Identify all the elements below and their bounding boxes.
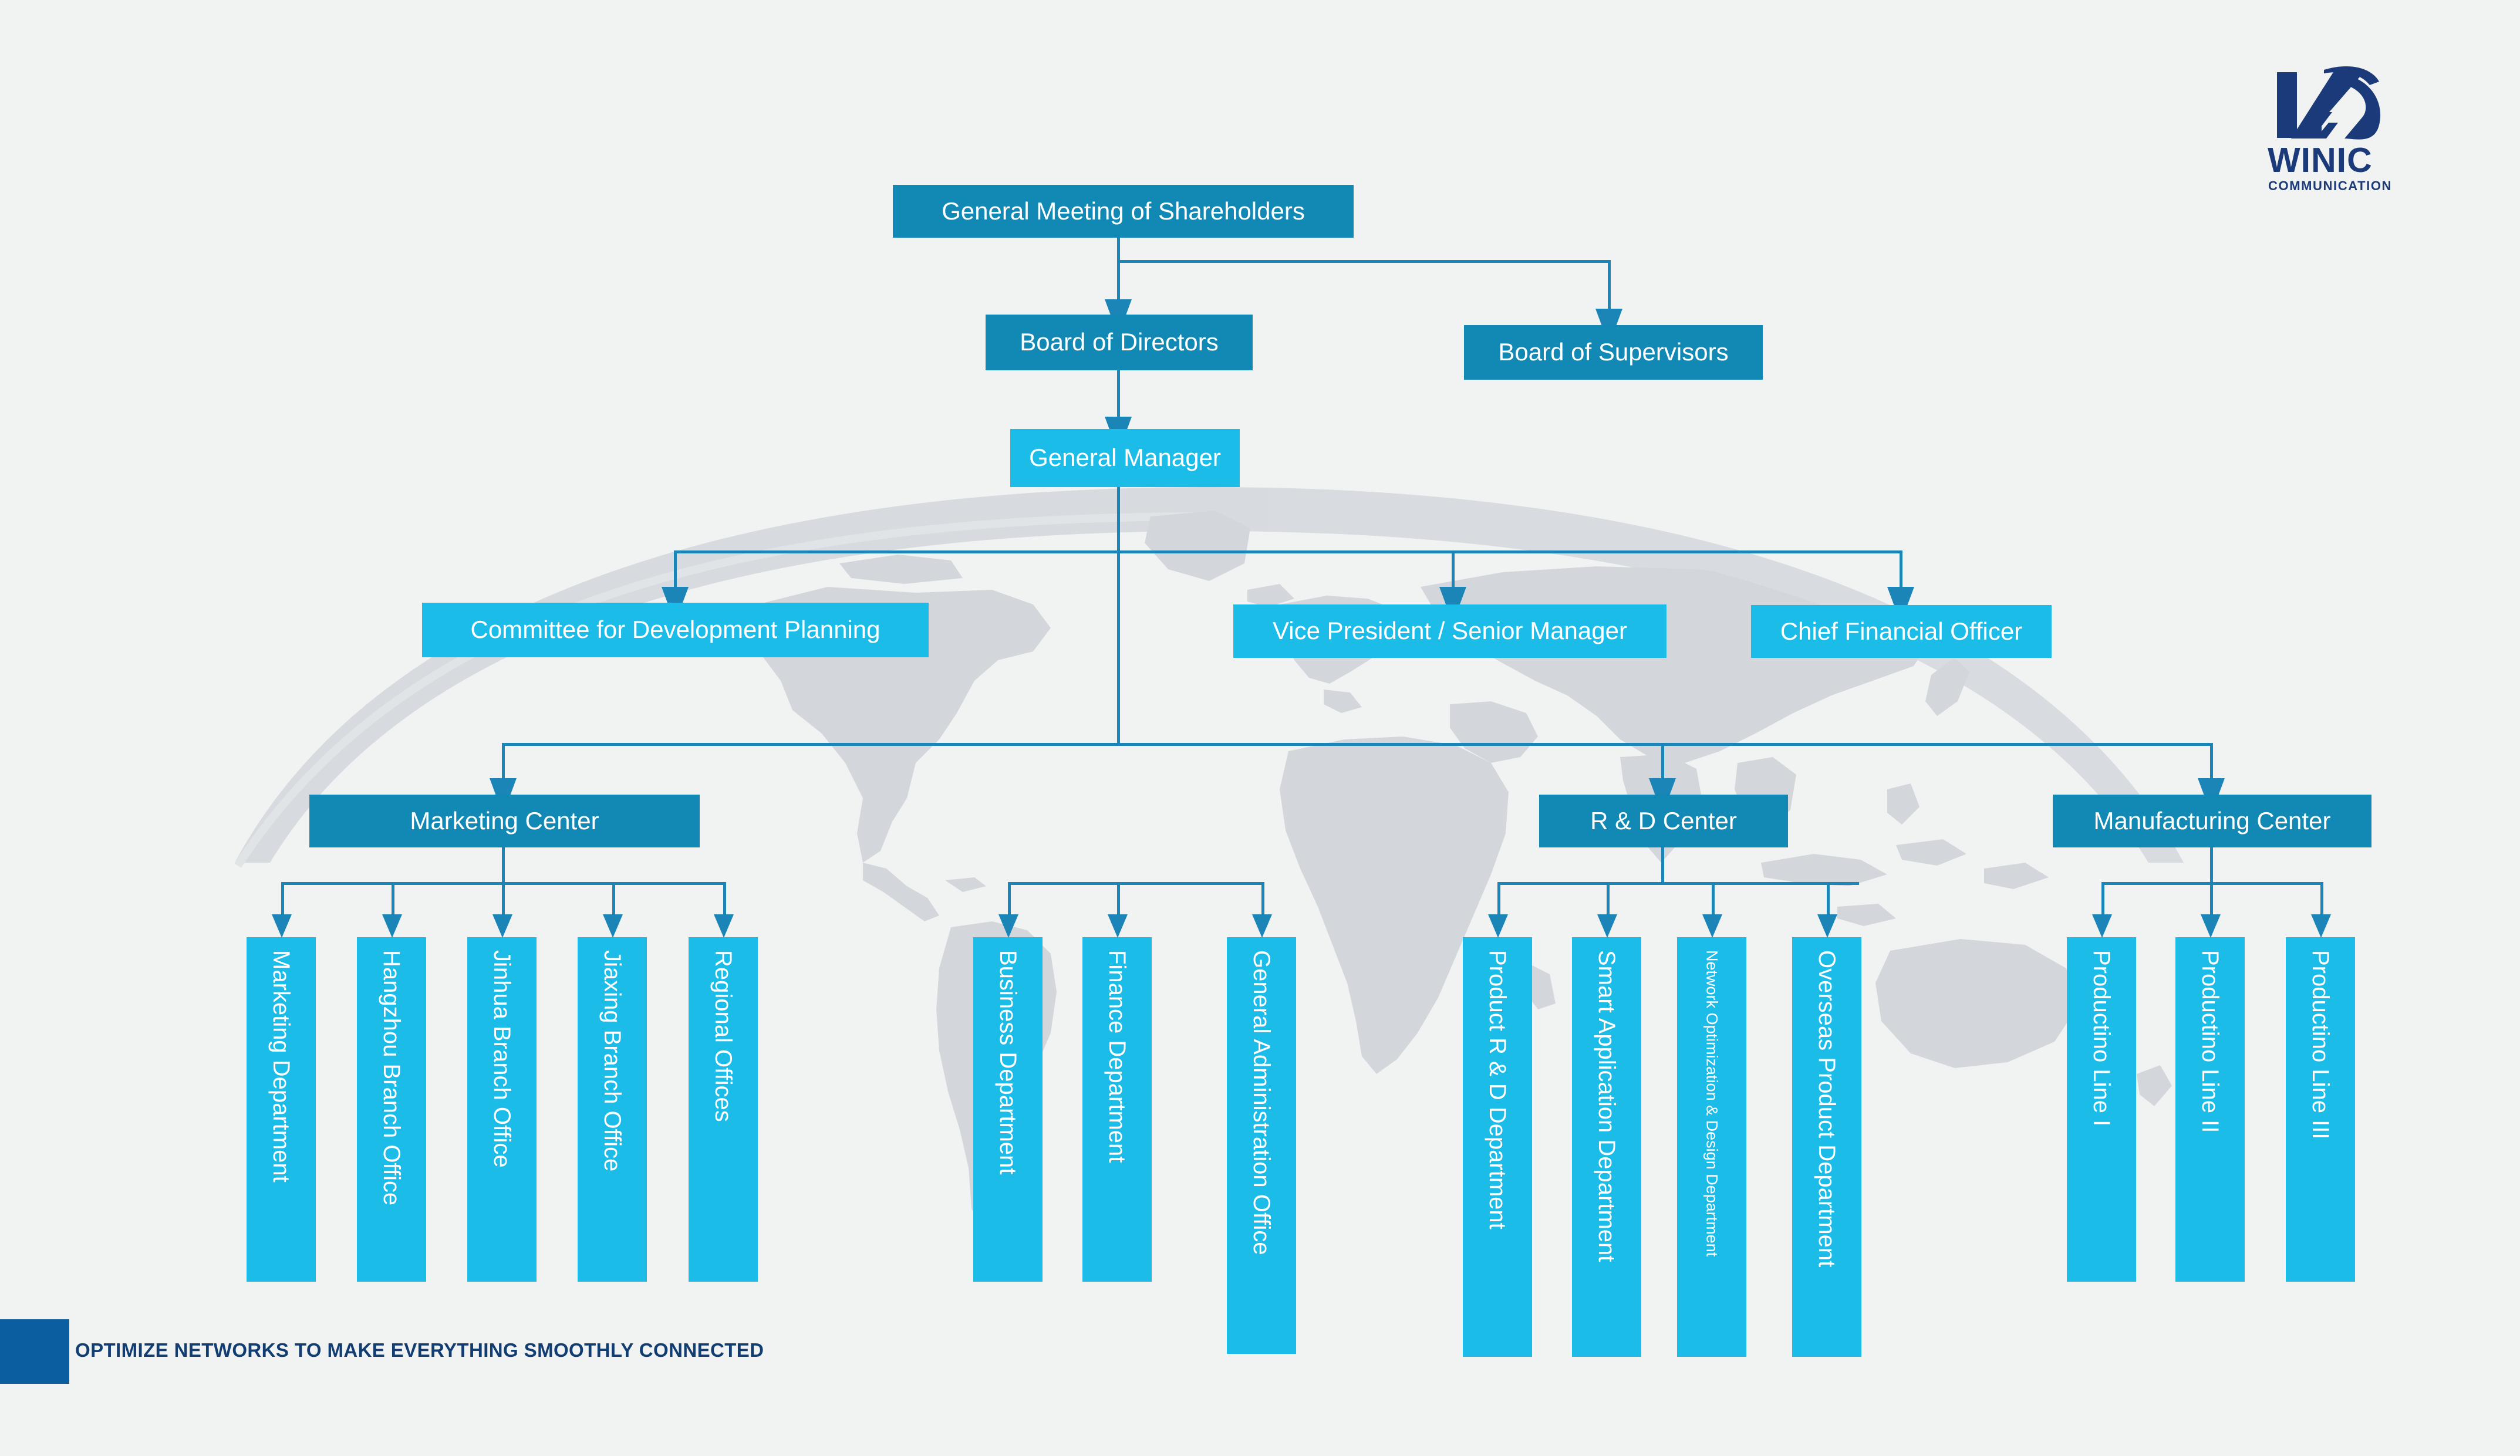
connector-marketing-leaf-4 — [723, 882, 726, 917]
leaf-production-line-3[interactable]: Productino Line III — [2286, 937, 2355, 1282]
node-general-manager[interactable]: General Manager — [1010, 429, 1240, 487]
connector-mfg-stem — [2210, 845, 2213, 884]
arrow-marketing-department — [272, 914, 292, 938]
connector-marketing-leaf-2 — [502, 882, 505, 917]
connector-board-supervisors-drop — [1608, 260, 1611, 320]
connector-rd-stem — [1661, 845, 1664, 884]
connector-cfo-drop — [1900, 550, 1902, 603]
arrow-regional-offices — [714, 914, 734, 938]
arrow-production-line-3 — [2311, 914, 2331, 938]
connector-marketing-leaf-3 — [612, 882, 615, 917]
arrow-production-line-2 — [2201, 914, 2221, 938]
svg-text:WINIC: WINIC — [2268, 141, 2373, 180]
node-board-of-supervisors[interactable]: Board of Supervisors — [1464, 325, 1763, 380]
node-marketing-center[interactable]: Marketing Center — [309, 795, 700, 847]
node-committee-for-development-planning[interactable]: Committee for Development Planning — [422, 603, 929, 657]
leaf-overseas-product-department[interactable]: Overseas Product Department — [1792, 937, 1861, 1357]
connector-rd-leaf-bus — [1497, 882, 1859, 885]
arrow-finance-department — [1108, 914, 1128, 938]
arrow-general-administration-office — [1252, 914, 1272, 938]
leaf-production-line-2[interactable]: Productino Line II — [2175, 937, 2245, 1282]
arrow-network-optimization-department — [1702, 914, 1722, 938]
connector-directors-to-gm — [1117, 370, 1120, 420]
arrow-production-line-1 — [2092, 914, 2112, 938]
node-vice-president-senior-manager[interactable]: Vice President / Senior Manager — [1233, 604, 1666, 658]
connector-marketing-leaf-1 — [392, 882, 394, 917]
connector-shareholders-stem — [1117, 237, 1120, 262]
node-board-of-directors[interactable]: Board of Directors — [986, 315, 1253, 370]
connector-gm-leaf-1 — [1117, 882, 1120, 917]
connector-committee-drop — [674, 550, 677, 603]
leaf-product-rd-department[interactable]: Product R & D Department — [1463, 937, 1532, 1357]
arrow-product-rd-department — [1488, 914, 1508, 938]
footer-accent-block — [0, 1319, 69, 1384]
arrow-smart-application-department — [1597, 914, 1617, 938]
connector-level3-bus — [674, 550, 1902, 553]
leaf-network-optimization-design-department[interactable]: Network Optimization & Design Department — [1677, 937, 1746, 1357]
leaf-marketing-department[interactable]: Marketing Department — [247, 937, 316, 1282]
leaf-general-administration-office[interactable]: General Administration Office — [1227, 937, 1296, 1354]
leaf-smart-application-department[interactable]: Smart Application Department — [1572, 937, 1641, 1357]
connector-marketing-stem — [502, 845, 505, 884]
arrow-jiaxing-branch-office — [603, 914, 623, 938]
node-manufacturing-center[interactable]: Manufacturing Center — [2053, 795, 2371, 847]
winic-logo: WINIC COMMUNICATION — [2268, 66, 2392, 193]
arrow-business-department — [998, 914, 1018, 938]
arrow-hangzhou-branch-office — [382, 914, 402, 938]
connector-mfg-leaf-0 — [2101, 882, 2104, 917]
svg-text:COMMUNICATION: COMMUNICATION — [2268, 178, 2392, 193]
connector-marketing-center-drop — [502, 743, 505, 796]
connector-gm-spine — [1117, 550, 1120, 745]
connector-board-directors-drop — [1117, 260, 1120, 302]
connector-gm-leaf-bus — [1008, 882, 1264, 885]
connector-marketing-leaf-0 — [281, 882, 284, 917]
leaf-jiaxing-branch-office[interactable]: Jiaxing Branch Office — [578, 937, 647, 1282]
connector-rd-leaf-0 — [1497, 882, 1500, 917]
connector-gm-leaf-0 — [1008, 882, 1011, 917]
arrow-jinhua-branch-office — [492, 914, 512, 938]
leaf-regional-offices[interactable]: Regional Offices — [689, 937, 758, 1282]
connector-rd-center-drop — [1661, 743, 1664, 796]
leaf-production-line-1[interactable]: Productino Line I — [2067, 937, 2136, 1282]
leaf-finance-department[interactable]: Finance Department — [1082, 937, 1152, 1282]
connector-rd-leaf-1 — [1607, 882, 1610, 917]
arrow-overseas-product-department — [1817, 914, 1837, 938]
connector-gm-stem — [1117, 487, 1120, 552]
node-general-meeting-of-shareholders[interactable]: General Meeting of Shareholders — [893, 185, 1354, 238]
connector-level1-bus — [1117, 260, 1611, 263]
connector-mfg-center-drop — [2210, 743, 2213, 796]
connector-rd-leaf-2 — [1712, 882, 1715, 917]
node-chief-financial-officer[interactable]: Chief Financial Officer — [1751, 605, 2052, 658]
node-rd-center[interactable]: R & D Center — [1539, 795, 1788, 847]
connector-gm-leaf-2 — [1261, 882, 1264, 917]
winic-wd-monogram-icon — [2277, 66, 2381, 140]
connector-mfg-leaf-2 — [2320, 882, 2323, 917]
leaf-jinhua-branch-office[interactable]: Jinhua Branch Office — [467, 937, 537, 1282]
leaf-hangzhou-branch-office[interactable]: Hangzhou Branch Office — [357, 937, 426, 1282]
connector-vp-drop — [1452, 550, 1455, 603]
footer-tagline: OPTIMIZE NETWORKS TO MAKE EVERYTHING SMO… — [75, 1339, 764, 1361]
connector-rd-leaf-3 — [1827, 882, 1830, 917]
leaf-business-department[interactable]: Business Department — [973, 937, 1043, 1282]
connector-mfg-leaf-1 — [2210, 882, 2213, 917]
connector-level4-bus — [502, 743, 2212, 746]
